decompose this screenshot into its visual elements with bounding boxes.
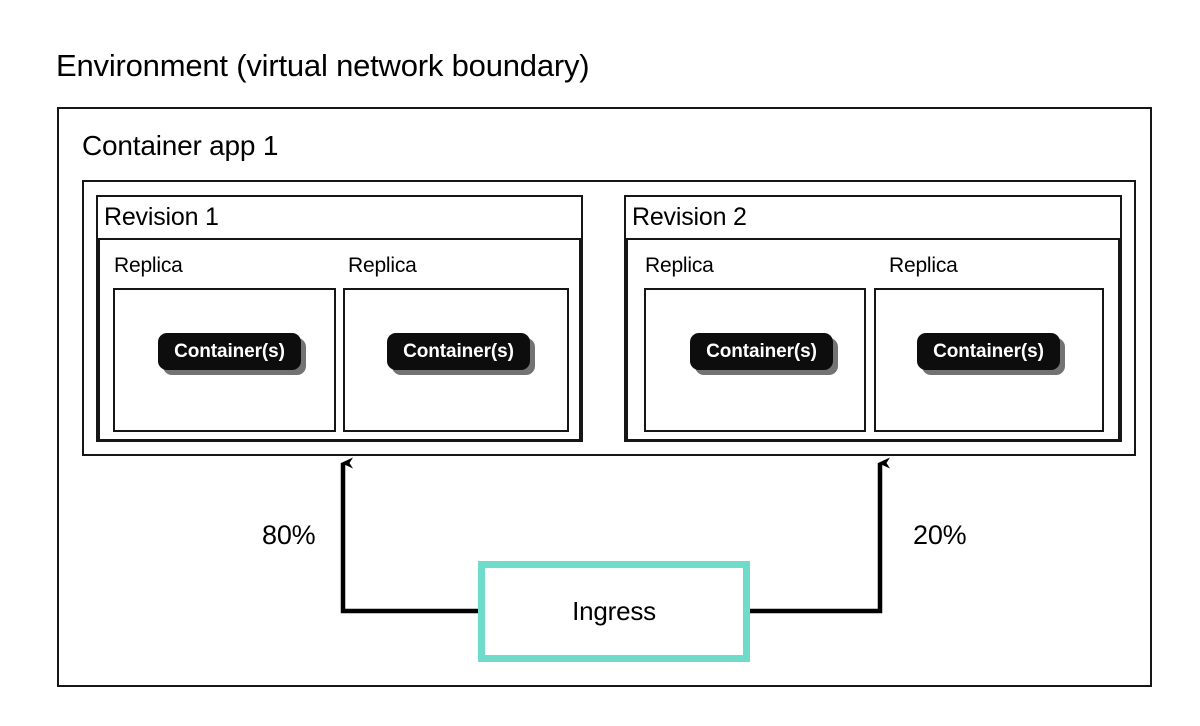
- revision-1-replicas-container: [98, 238, 581, 441]
- revision-2-traffic-percent: 20%: [913, 520, 967, 550]
- revision-2-replica-1-label: Replica: [645, 254, 714, 277]
- revision-2-replica-2-label: Replica: [889, 254, 958, 277]
- revision-1-replica-2-container: Container(s): [387, 333, 530, 370]
- revision-1-traffic-percent: 80%: [262, 520, 316, 550]
- revision-2-replicas-container: [626, 238, 1120, 441]
- revision-1-replica-1-box: [113, 288, 336, 432]
- revision-2-replica-2-container: Container(s): [917, 333, 1060, 370]
- container-app-title: Container app 1: [82, 130, 279, 161]
- revision-2-replica-1-container: Container(s): [690, 333, 833, 370]
- revision-2-label: Revision 2: [632, 203, 747, 231]
- revision-1-replica-1-label: Replica: [114, 254, 183, 277]
- revision-2-box: [624, 195, 1122, 442]
- revision-2-replica-1-box: [644, 288, 866, 432]
- revision-1-replica-1-container: Container(s): [158, 333, 301, 370]
- environment-boundary-box: [57, 107, 1152, 687]
- revision-1-label: Revision 1: [104, 203, 219, 231]
- revision-2-replica-2-box: [874, 288, 1104, 432]
- revision-1-box: [96, 195, 583, 442]
- revision-1-replica-2-label: Replica: [348, 254, 417, 277]
- ingress-box: Ingress: [478, 561, 750, 662]
- revision-1-replica-2-box: [343, 288, 569, 432]
- container-app-box: [82, 180, 1136, 456]
- environment-title: Environment (virtual network boundary): [56, 48, 590, 83]
